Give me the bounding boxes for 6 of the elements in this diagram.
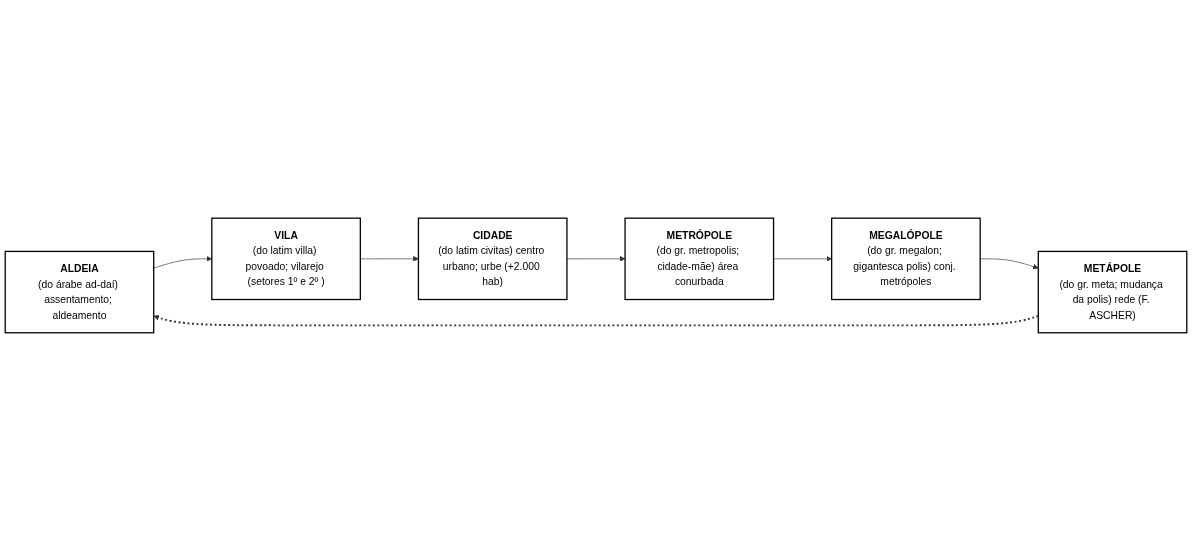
node-box: ALDEIA (do árabe ad-daí) assentamento; aldeamento [4,250,155,333]
node-box: METRÓPOLE (do gr. metropolis; cidade-mãe) área conurbada [624,217,775,300]
node-box: VILA (do latim villa) povoado; vilarejo (setores 1º e 2º ) [211,217,361,300]
node-box: MEGALÓPOLE (do gr. megalon; gigantesca polis) conj. metrópoles [831,217,981,300]
node-box: CIDADE (do latim civitas) centro urbano; urbe (+2.000 hab) [417,217,568,300]
node-box: METÁPOLE (do gr. meta; mudança da polis) rede (F. ASCHER) [1037,250,1188,333]
